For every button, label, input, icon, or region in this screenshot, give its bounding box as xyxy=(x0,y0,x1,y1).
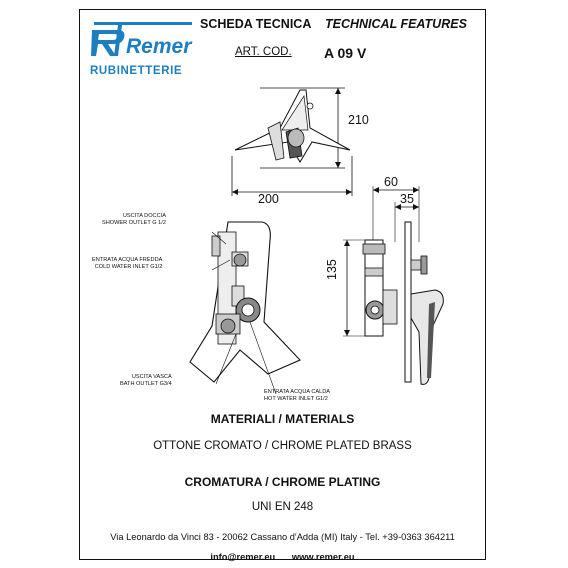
materials-heading: MATERIALI / MATERIALS xyxy=(210,412,355,426)
brand-subtitle: RUBINETTERIE xyxy=(90,65,183,77)
art-code-value: A 09 V xyxy=(324,45,367,61)
callout-cold-inlet: ENTRATA ACQUA FREDDA COLD WATER INLET G1… xyxy=(92,257,163,270)
mixer-side-view-icon xyxy=(343,186,444,385)
plating-heading: CROMATURA / CHROME PLATING xyxy=(184,475,381,489)
title-english: TECHNICAL FEATURES xyxy=(325,17,467,31)
materials-value: OTTONE CROMATO / CHROME PLATED BRASS xyxy=(153,440,412,452)
footer-website[interactable]: www.remer.eu xyxy=(291,552,355,562)
mixer-front-view-icon xyxy=(231,87,353,196)
callout-bath-outlet: USCITA VASCA BATH OUTLET G3/4 xyxy=(120,374,172,387)
title-italian: SCHEDA TECNICA xyxy=(200,17,312,31)
footer-address: Via Leonardo da Vinci 83 - 20062 Cassano… xyxy=(110,532,455,542)
front-width-dimension: 200 xyxy=(258,192,279,206)
side-depth-dimension: 60 xyxy=(384,175,398,189)
footer-contacts: info@remer.eu www.remer.eu xyxy=(80,547,485,565)
front-height-dimension: 210 xyxy=(348,113,369,127)
technical-sheet: Remer RUBINETTERIE SCHEDA TECNICA TECHNI… xyxy=(79,9,486,562)
footer-email[interactable]: info@remer.eu xyxy=(210,552,276,562)
mixer-section-view-icon xyxy=(189,221,301,395)
side-height-dimension: 135 xyxy=(325,259,339,280)
art-code-label: ART. COD. xyxy=(235,46,292,58)
logo-wordmark: Remer xyxy=(126,35,193,58)
callout-hot-inlet: ENTRATA ACQUA CALDA HOT WATER INLET G1/2 xyxy=(264,389,331,402)
callout-shower-outlet: USCITA DOCCIA SHOWER OUTLET G 1/2 xyxy=(102,213,166,226)
side-inner-dimension: 35 xyxy=(400,192,414,206)
plating-value: UNI EN 248 xyxy=(251,501,314,513)
remer-logo-icon: Remer xyxy=(91,22,193,58)
